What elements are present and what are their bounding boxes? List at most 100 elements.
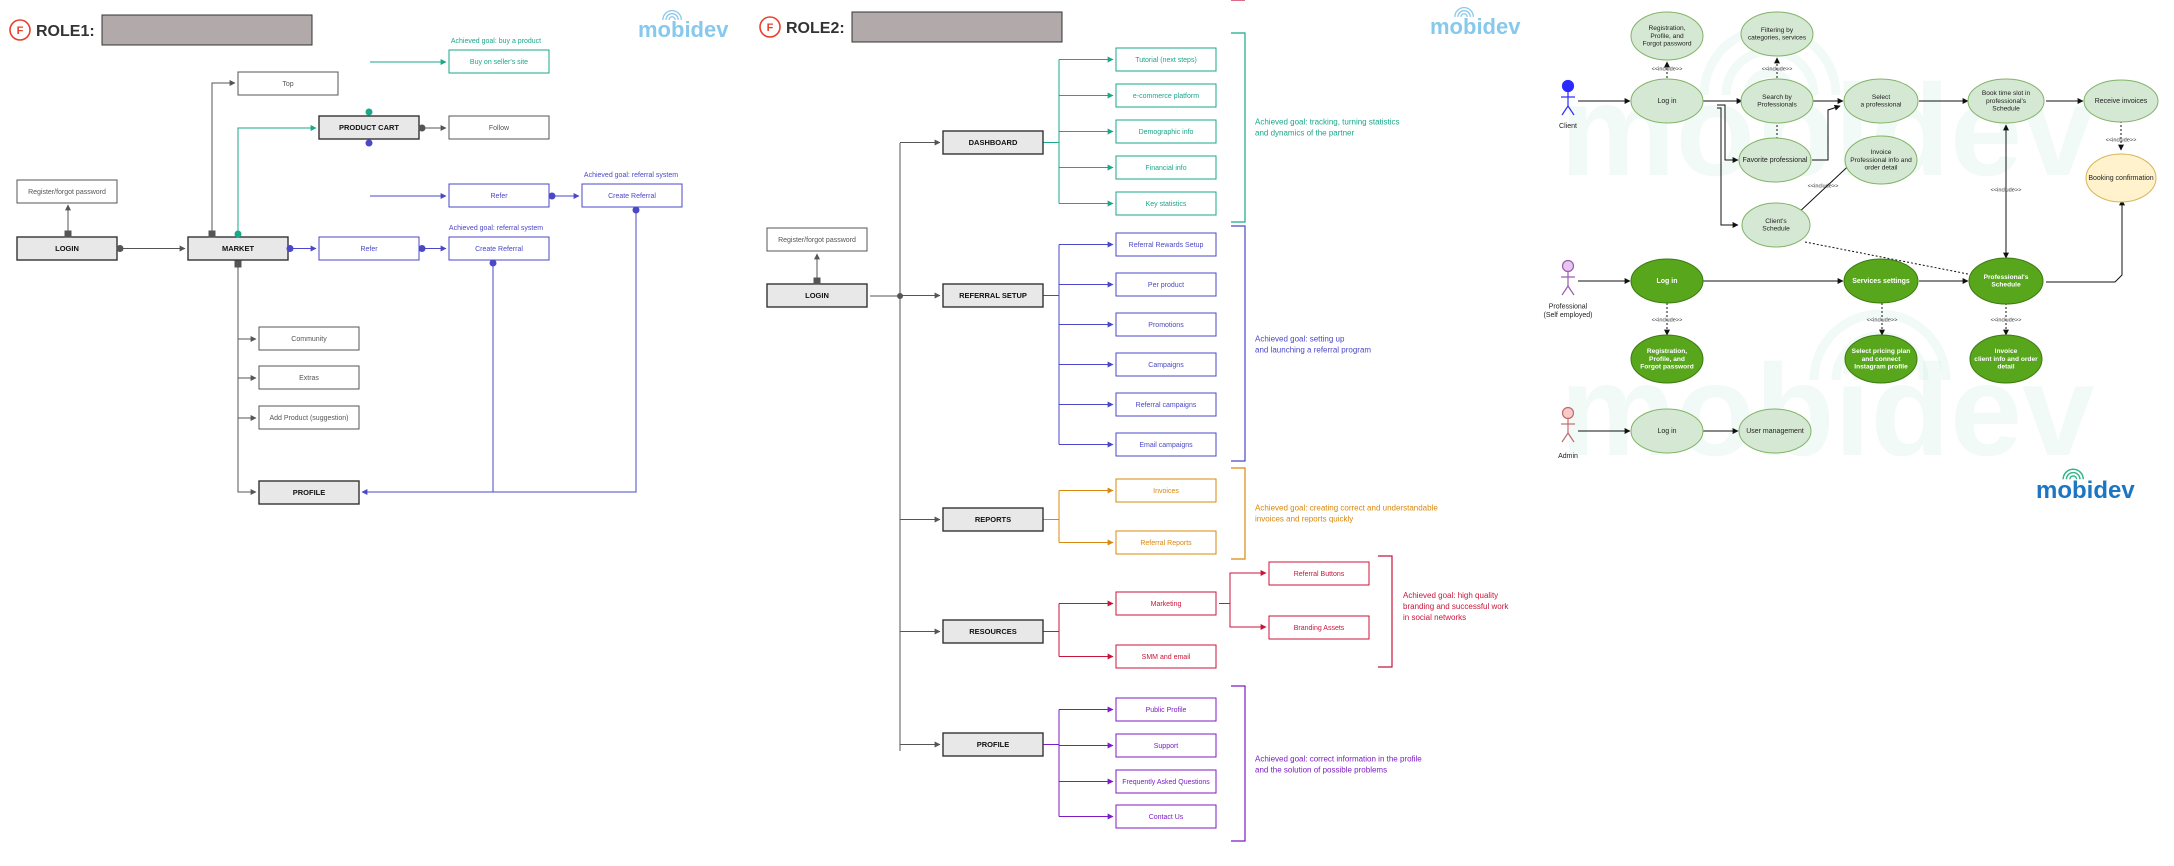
select-professional-usecase[interactable] — [1843, 78, 1919, 124]
add-product-box[interactable] — [258, 405, 360, 430]
favorite-professional-usecase[interactable] — [1738, 137, 1812, 183]
connector-dot — [116, 245, 124, 252]
community-box[interactable] — [258, 326, 360, 351]
resources-box[interactable] — [942, 619, 1044, 644]
role2-title: ROLE2: — [786, 20, 845, 37]
dashboard-item-label: e-commerce platform — [1133, 93, 1199, 100]
role2-register-box-label: Register/forgot password — [778, 237, 856, 244]
role2-heading: F ROLE2: — [759, 11, 1063, 43]
reports-label: REPORTS — [975, 515, 1011, 524]
reports-box[interactable] — [942, 507, 1044, 532]
invoice-professional-usecase[interactable] — [1844, 135, 1918, 185]
profile-item[interactable] — [1115, 697, 1217, 722]
referral-item-label: Email campaigns — [1139, 442, 1193, 449]
branding-assets-box[interactable] — [1268, 615, 1370, 640]
receive-invoices-usecase[interactable] — [2083, 79, 2159, 123]
professional-login-usecase[interactable] — [1630, 258, 1704, 304]
booking-confirmation-usecase[interactable] — [2085, 153, 2157, 203]
user-management-usecase[interactable] — [1738, 408, 1812, 454]
profile-item-label: Support — [1154, 743, 1179, 750]
referral-item[interactable] — [1115, 432, 1217, 457]
client-schedule-usecase[interactable] — [1741, 202, 1811, 248]
book-time-slot-usecase-label: Book time slot in — [1982, 90, 2031, 97]
create-referral-box[interactable] — [448, 236, 550, 261]
connector — [1717, 107, 1739, 228]
dashboard-box[interactable] — [942, 130, 1044, 155]
community-box-label: Community — [291, 336, 327, 343]
referral-item[interactable] — [1115, 272, 1217, 297]
wifi-icon — [1809, 309, 1951, 381]
wifi-icon — [1460, 13, 1468, 17]
profile-item[interactable] — [1115, 733, 1217, 758]
profile-goal-text: and the solution of possible problems — [1255, 766, 1387, 775]
connector — [237, 125, 317, 237]
role-badge-glyph: F — [767, 22, 774, 34]
connector — [1219, 570, 1267, 604]
referral-box[interactable] — [942, 283, 1044, 308]
profile-item[interactable] — [1115, 769, 1217, 794]
client-actor — [1561, 79, 1575, 116]
search-professionals-usecase[interactable] — [1740, 78, 1814, 124]
registration-top-usecase[interactable] — [1630, 11, 1704, 61]
search-professionals-usecase-label: Search by — [1762, 94, 1792, 101]
reports-item[interactable] — [1115, 530, 1217, 555]
profile-item[interactable] — [1115, 804, 1217, 829]
registration-bottom-usecase-label: Profile, and — [1649, 356, 1685, 363]
professional-actor — [1561, 259, 1575, 296]
filtering-usecase-label: Filtering by — [1761, 27, 1794, 34]
client-login-usecase[interactable] — [1630, 78, 1704, 124]
referral-item[interactable] — [1115, 352, 1217, 377]
connector — [237, 260, 257, 495]
role1-redacted-field — [101, 14, 313, 46]
invoice-client-usecase-label: client info and order — [1974, 356, 2038, 363]
pricing-plan-usecase[interactable] — [1844, 334, 1918, 384]
register-forgot-box[interactable] — [16, 179, 118, 204]
top-box[interactable] — [237, 71, 339, 96]
role1-profile-box[interactable] — [258, 480, 360, 505]
reports-goal-text: Achieved goal: creating correct and unde… — [1255, 504, 1438, 513]
role2-login-label: LOGIN — [805, 291, 829, 300]
role1-title: ROLE1: — [36, 23, 95, 40]
referral-goal-text: Achieved goal: referral system — [449, 225, 543, 232]
actor-head — [1561, 406, 1575, 420]
role2-register-box[interactable] — [766, 227, 868, 252]
profile-box[interactable] — [942, 732, 1044, 757]
connector-dot — [365, 139, 373, 147]
dashboard-item[interactable] — [1115, 83, 1217, 108]
connector — [1812, 104, 1841, 161]
goal-bracket — [1231, 467, 1246, 560]
services-settings-usecase[interactable] — [1843, 258, 1919, 304]
referral-buttons-box[interactable] — [1268, 561, 1370, 586]
invoice-client-usecase-label: Invoice — [1995, 348, 2018, 355]
connector — [211, 80, 236, 237]
dashboard-item[interactable] — [1115, 155, 1217, 180]
professional-schedule-usecase[interactable] — [1968, 257, 2044, 305]
referral-item[interactable] — [1115, 312, 1217, 337]
connector-dot — [365, 108, 373, 116]
client-actor-label: Client — [1559, 123, 1577, 130]
extras-box-label: Extras — [299, 375, 319, 382]
extras-box[interactable] — [258, 365, 360, 390]
referral-item[interactable] — [1115, 232, 1217, 257]
dashboard-item[interactable] — [1115, 119, 1217, 144]
referral-item[interactable] — [1115, 392, 1217, 417]
book-time-slot-usecase[interactable] — [1967, 78, 2045, 124]
include-label: <<include>> — [1808, 183, 1839, 189]
referral-item-label: Referral campaigns — [1136, 402, 1197, 409]
registration-bottom-usecase[interactable] — [1630, 334, 1704, 384]
dashboard-item[interactable] — [1115, 191, 1217, 216]
referral-item-label: Per product — [1148, 282, 1184, 289]
filtering-usecase[interactable] — [1740, 11, 1814, 57]
dashboard-item[interactable] — [1115, 47, 1217, 72]
resources-item[interactable] — [1115, 591, 1217, 616]
reports-item[interactable] — [1115, 478, 1217, 503]
follow-box[interactable] — [448, 115, 550, 140]
dashboard-item-label: Financial info — [1145, 165, 1186, 172]
wifi-icon — [1454, 6, 1474, 17]
invoice-client-usecase[interactable] — [1969, 334, 2043, 384]
admin-login-usecase[interactable] — [1630, 408, 1704, 454]
resources-item[interactable] — [1115, 644, 1217, 669]
buy-site-box[interactable] — [448, 49, 550, 74]
professional-actor-label: Professional — [1549, 304, 1588, 311]
create-referral-top-box[interactable] — [581, 183, 683, 208]
